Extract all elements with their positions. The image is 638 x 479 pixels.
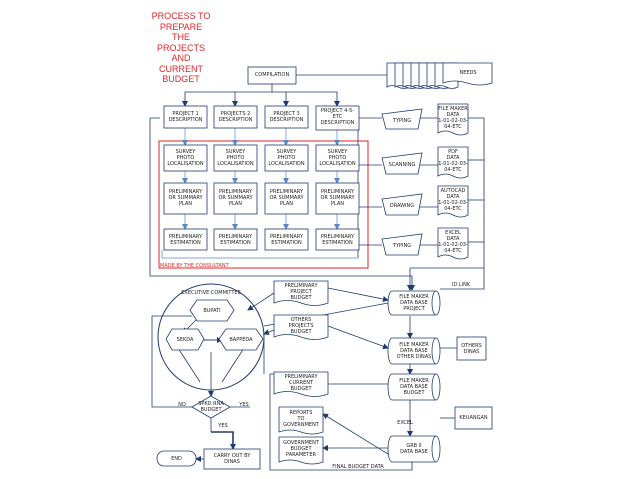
- committee-hexagons: [165, 299, 264, 351]
- database-grb: GRB II DATA BASE: [400, 443, 428, 455]
- project-1-description: PROJECT 1 DESCRIPTION: [168, 111, 203, 123]
- needs-docs: [386, 62, 493, 89]
- autocad-data-doc: AUTOCAD DATA 1-01-02-03- 04-ETC: [438, 188, 468, 212]
- needs-label: NEEDS: [459, 70, 477, 76]
- excel-label: EXCEL: [397, 420, 413, 426]
- data-doc-shapes: [437, 103, 469, 260]
- project-3-survey: SURVEY PHOTO LOCALISATION: [268, 149, 305, 167]
- database-other-dinas: FILE MAKER DATA BASE OTHER DINAS: [396, 342, 432, 360]
- yes-down-label: YES: [218, 423, 228, 429]
- project-2-description: PROJECTS 2 DESCRIPTION: [218, 111, 253, 123]
- executive-committee-circle: [157, 283, 265, 391]
- project-3-plan: PRELIMINARY OR SUMMARY PLAN: [269, 189, 304, 207]
- project-1-plan: PRELIMINARY OR SUMMARY PLAN: [168, 189, 203, 207]
- keuangan-box: [454, 406, 493, 430]
- project-2-estimation: PRELIMINARY ESTIMATION: [218, 234, 253, 246]
- blue-links: [161, 128, 358, 259]
- operation-scanning: SCANNING: [388, 162, 416, 168]
- sekda-label: SEKDA: [176, 337, 194, 343]
- preliminary-current-budget: PRELIMINARY CURRENT BUDGET: [284, 374, 318, 392]
- no-label: NO: [178, 402, 186, 408]
- reports-label: REPORTS TO GOVERNMENT: [283, 410, 319, 428]
- compilation-label: COMPILATION: [254, 72, 290, 78]
- database-project: FILE MAKER DATA BASE PROJECT: [399, 294, 429, 312]
- project-4-survey: SURVEY PHOTO LOCALISATION: [319, 149, 356, 167]
- end-terminator: [156, 450, 197, 467]
- made-by-label: MADE BY THE CONSULTANT: [160, 263, 229, 269]
- project-boxes: [163, 105, 360, 251]
- project-3-estimation: PRELIMINARY ESTIMATION: [269, 234, 304, 246]
- operation-shapes: [381, 108, 423, 256]
- executive-committee-label: EXECUTIVE COMMITTEE: [181, 290, 241, 296]
- project-4-plan: PRELIMINARY OR SUMMARY PLAN: [320, 189, 355, 207]
- bupati-label: BUPATI: [203, 308, 221, 314]
- database-budget: FILE MAKER DATA BASE BUDGET: [399, 378, 429, 396]
- id-link-label: ID LINK: [451, 282, 471, 288]
- project-1-estimation: PRELIMINARY ESTIMATION: [168, 234, 203, 246]
- bappeda-label: BAPPEDA: [229, 337, 253, 343]
- carry-out-label: CARRY OUT BY DINAS: [213, 453, 251, 465]
- others-projects-budget: OTHERS PROJECTS BUDGET: [288, 317, 314, 335]
- project-4-description: PROJECT 4-5- ETC DESCRIPTION: [320, 108, 355, 126]
- project-2-survey: SURVEY PHOTO LOCALISATION: [217, 149, 254, 167]
- carry-out-box: [203, 448, 261, 470]
- filemaker-data-doc: FILE MAKER DATA 1-01-02-03- 04-ETC: [438, 106, 468, 130]
- others-dinas-label: OTHERS DINAS: [461, 343, 482, 355]
- decision-label: SPKD RNA BUDGET: [198, 401, 224, 413]
- report-doc-shapes: [278, 406, 324, 465]
- project-1-survey: SURVEY PHOTO LOCALISATION: [167, 149, 204, 167]
- operation-typing-1: TYPING: [392, 118, 412, 124]
- operation-drawing: DRAWING: [389, 203, 415, 209]
- database-shapes: [387, 290, 441, 463]
- final-budget-label: FINAL BUDGET DATA: [332, 464, 384, 470]
- end-label: END: [171, 456, 182, 462]
- pdf-data-doc: PDF DATA 1-01-02-03- 04-ETC: [438, 149, 468, 173]
- preliminary-project-budget: PRELIMINARY PROJECT BUDGET: [284, 283, 318, 301]
- decision-diamond: [191, 395, 231, 419]
- consultant-frame: [158, 140, 369, 269]
- operation-typing-2: TYPING: [392, 243, 412, 249]
- project-4-estimation: PRELIMINARY ESTIMATION: [320, 234, 355, 246]
- budget-doc-shapes: [273, 280, 329, 397]
- others-dinas-box: [456, 336, 487, 361]
- keuangan-label: KEUANGAN: [459, 415, 488, 421]
- parameter-label: GOVERNMENT BUDGET PARAMETER: [283, 440, 319, 458]
- page-title: PROCESS TO PREPARE THE PROJECTS AND CURR…: [151, 11, 211, 84]
- yes-label: YES: [239, 402, 249, 408]
- excel-data-doc: EXCEL DATA 1-01-02-03- 04-ETC: [438, 230, 468, 254]
- connectors: [149, 74, 485, 471]
- project-3-description: PROJECT 3 DESCRIPTION: [269, 111, 304, 123]
- project-2-plan: PRELIMINARY OR SUMMARY PLAN: [218, 189, 253, 207]
